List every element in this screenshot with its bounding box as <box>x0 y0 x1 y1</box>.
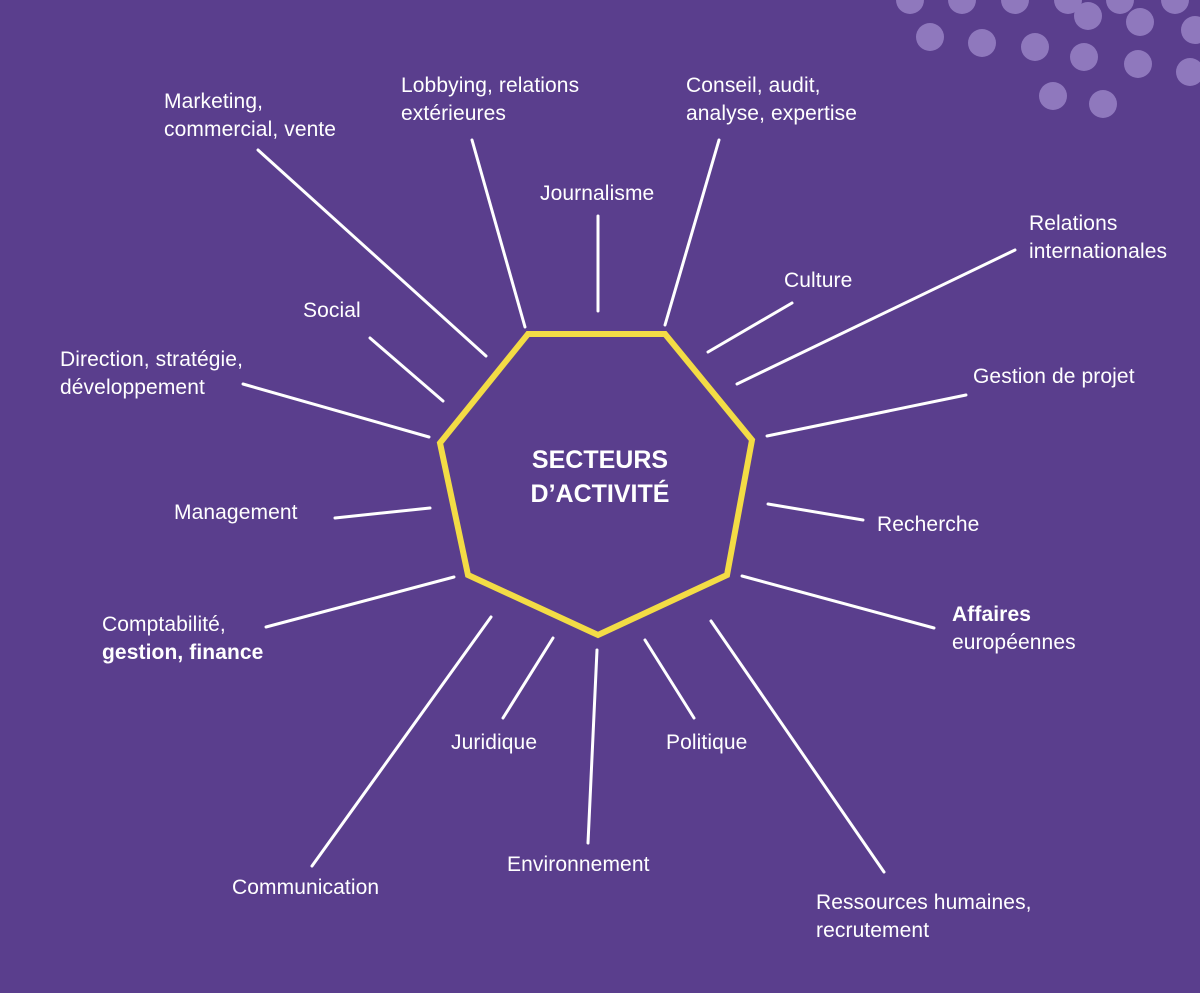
decorative-dot <box>1021 33 1049 61</box>
center-octagon <box>436 331 756 639</box>
decorative-dot <box>1070 43 1098 71</box>
sector-juridique: Juridique <box>451 731 538 754</box>
decorative-dot <box>968 29 996 57</box>
decorative-dot <box>1124 50 1152 78</box>
sector-social: Social <box>303 299 361 322</box>
sector-marketing-line1: Marketing, <box>164 90 264 113</box>
sector-politique: Politique <box>666 731 748 754</box>
sector-conseil-line2: analyse, expertise <box>686 102 858 125</box>
sector-relations-internationales: Relations internationales <box>1029 210 1167 266</box>
sector-conseil-line1: Conseil, audit, <box>686 74 821 97</box>
decorative-dot <box>1106 0 1134 14</box>
sector-relations-internationales-line1: Relations <box>1029 212 1118 235</box>
sector-direction-line1: Direction, stratégie, <box>60 348 244 371</box>
decorative-dot <box>1126 8 1154 36</box>
sector-recherche: Recherche <box>877 513 980 536</box>
sector-environnement: Environnement <box>507 853 650 876</box>
sector-management: Management <box>174 501 298 524</box>
decorative-dot <box>1074 2 1102 30</box>
sector-communication: Communication <box>232 876 380 899</box>
sector-gestion-projet: Gestion de projet <box>973 365 1135 388</box>
decorative-dot <box>1054 0 1082 14</box>
connector-juridique <box>501 636 555 720</box>
connector-gestion-projet <box>765 393 968 438</box>
decorative-dot <box>1089 90 1117 118</box>
decorative-dot <box>916 23 944 51</box>
connector-direction <box>241 382 431 439</box>
decorative-dot <box>1039 82 1067 110</box>
connector-social <box>368 336 445 403</box>
center-title-line1: SECTEURS <box>531 446 669 474</box>
sector-lobbying-line2: extérieures <box>401 102 506 125</box>
sector-marketing: Marketing, commercial, vente <box>164 88 336 144</box>
connector-recherche <box>766 502 865 522</box>
connector-relations-internationales <box>735 248 1017 386</box>
decorative-dots <box>896 0 1200 118</box>
decorative-dot <box>1176 58 1200 86</box>
connector-affaires-europeennes <box>740 574 936 630</box>
connector-environnement <box>586 648 599 845</box>
sector-affaires-europeennes-line2: européennes <box>952 631 1076 654</box>
sector-affaires-europeennes-line1: Affaires <box>952 603 1031 626</box>
connector-lobbying <box>470 138 527 329</box>
sector-marketing-line2: commercial, vente <box>164 118 337 141</box>
sector-comptabilite-line2: gestion, finance <box>102 641 264 664</box>
connector-politique <box>643 638 696 720</box>
connector-management <box>333 506 432 520</box>
decorative-dot <box>948 0 976 14</box>
connector-marketing <box>256 148 488 358</box>
sector-lobbying-line1: Lobbying, relations <box>401 74 580 97</box>
sector-lobbying: Lobbying, relations extérieures <box>401 72 579 128</box>
sector-relations-internationales-line2: internationales <box>1029 240 1168 263</box>
sector-ressources-humaines-line1: Ressources humaines, <box>816 891 1032 914</box>
connector-lines <box>241 138 1017 874</box>
connector-ressources-humaines <box>709 619 886 874</box>
sector-ressources-humaines: Ressources humaines, recrutement <box>816 889 1032 945</box>
connector-conseil <box>663 138 721 327</box>
sector-direction-line2: développement <box>60 376 205 399</box>
center-title: SECTEURS D’ACTIVITÉ <box>500 443 700 511</box>
sector-conseil: Conseil, audit, analyse, expertise <box>686 72 857 128</box>
sector-affaires-europeennes: Affaires européennes <box>952 601 1076 657</box>
connector-communication <box>310 615 493 868</box>
sector-comptabilite: Comptabilité, gestion, finance <box>102 611 263 667</box>
sector-comptabilite-line1: Comptabilité, <box>102 613 226 636</box>
sector-journalisme: Journalisme <box>540 182 655 205</box>
center-title-line2: D’ACTIVITÉ <box>530 480 670 508</box>
sector-culture: Culture <box>784 269 853 292</box>
decorative-dot <box>1001 0 1029 14</box>
decorative-dot <box>1181 16 1200 44</box>
connector-culture <box>706 301 794 354</box>
connector-comptabilite <box>264 575 456 629</box>
decorative-dot <box>896 0 924 14</box>
sector-ressources-humaines-line2: recrutement <box>816 919 930 942</box>
sector-direction: Direction, stratégie, développement <box>60 346 243 402</box>
decorative-dot <box>1161 0 1189 14</box>
